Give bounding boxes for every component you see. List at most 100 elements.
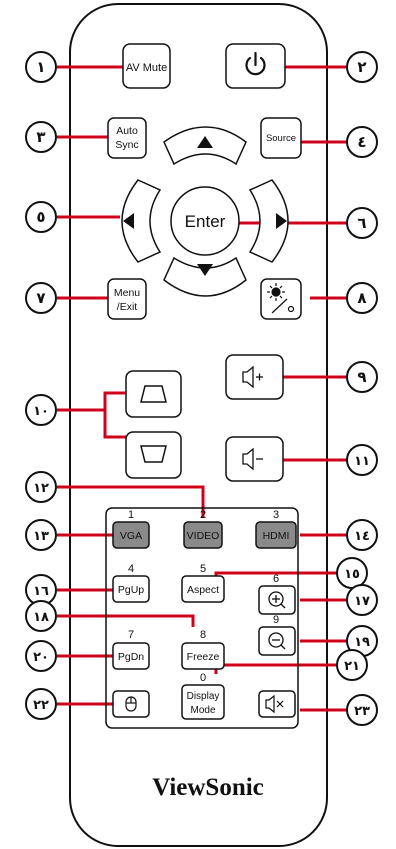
keypad-frame [105, 507, 299, 729]
pgdn-label: PgDn [118, 651, 144, 663]
volume-up-button[interactable] [225, 354, 284, 400]
vga-button[interactable] [112, 521, 150, 549]
zoom-in-button[interactable] [258, 585, 296, 615]
source-button[interactable] [260, 117, 302, 159]
power-icon [245, 51, 266, 76]
callout-22: ٢٢ [33, 698, 49, 713]
callout-3-circle [25, 121, 57, 153]
callout-23: ٢٣ [354, 704, 370, 719]
brightness-icon [267, 283, 295, 314]
callout-20-circle [25, 640, 57, 672]
keypad-digit-4: 4 [128, 563, 134, 575]
dpad-down-button[interactable] [163, 256, 247, 297]
callout-17-circle [346, 584, 378, 616]
callout-18: ١٨ [33, 610, 49, 625]
mouse-icon [125, 696, 137, 712]
menu-exit-label-1: Menu [114, 287, 140, 299]
keypad-digit-6: 6 [273, 573, 279, 585]
hdmi-button[interactable] [255, 521, 297, 549]
keystone-down-button[interactable] [125, 431, 182, 479]
callout-15: ١٥ [344, 567, 360, 582]
hdmi-label: HDMI [263, 530, 290, 542]
callout-1-circle [25, 51, 57, 83]
brand-logo: ViewSonic [152, 774, 264, 801]
auto-sync-label-2: Sync [115, 139, 138, 151]
arrow-down-icon [197, 264, 213, 276]
callout-11-circle [346, 444, 378, 476]
callout-20: ٢٠ [33, 650, 49, 665]
callout-10-circle [25, 394, 57, 426]
video-label: VIDEO [187, 530, 220, 542]
freeze-button[interactable] [181, 642, 225, 670]
display-mode-label-2: Mode [190, 705, 215, 716]
aspect-button[interactable] [181, 575, 225, 603]
enter-label: Enter [185, 212, 226, 231]
keystone-up-icon [140, 385, 167, 403]
keystone-down-icon [140, 445, 167, 463]
keypad-digit-3: 3 [273, 509, 279, 521]
pgup-label: PgUp [118, 584, 144, 596]
mouse-button[interactable] [112, 690, 150, 718]
callout-11: ١١ [354, 454, 370, 469]
callout-14: ١٤ [354, 529, 370, 544]
callout-17: ١٧ [354, 594, 370, 609]
volume-up-icon [242, 365, 263, 389]
callout-14-circle [346, 519, 378, 551]
mute-button[interactable] [258, 690, 296, 718]
callout-19: ١٩ [354, 635, 370, 650]
volume-down-button[interactable] [225, 436, 284, 482]
callout-6-circle [346, 207, 378, 239]
callout-21-circle [336, 649, 368, 681]
source-label: Source [266, 133, 296, 144]
keypad-digit-9: 9 [273, 614, 279, 626]
keystone-up-button[interactable] [125, 370, 182, 418]
zoom-in-icon [268, 591, 286, 609]
vga-label: VGA [120, 530, 142, 542]
callout-2-circle [346, 51, 378, 83]
menu-exit-button[interactable] [107, 278, 147, 320]
auto-sync-label-1: Auto [116, 125, 138, 137]
callout-6: ٦ [357, 214, 366, 232]
brightness-button[interactable] [260, 278, 302, 320]
pgdn-button[interactable] [112, 642, 150, 670]
callout-3: ٣ [36, 128, 45, 146]
callout-21: ٢١ [344, 659, 360, 674]
callout-12-circle [25, 471, 57, 503]
dpad-right-button[interactable] [248, 179, 289, 263]
aspect-label: Aspect [187, 584, 219, 596]
callout-16: ١٦ [33, 584, 49, 599]
callout-1: ١ [36, 58, 45, 76]
callout-10: ١٠ [33, 404, 49, 419]
callout-4: ٤ [357, 133, 366, 151]
av-mute-button[interactable] [122, 43, 171, 89]
av-mute-label: AV Mute [126, 62, 167, 74]
callout-22-circle [25, 688, 57, 720]
freeze-label: Freeze [187, 651, 220, 663]
enter-button[interactable] [170, 186, 240, 256]
callout-12: ١٢ [33, 481, 49, 496]
zoom-out-button[interactable] [258, 626, 296, 656]
volume-down-icon [242, 447, 263, 471]
keypad-digit-0: 0 [200, 672, 206, 684]
keypad-digit-5: 5 [200, 563, 206, 575]
callout-4-circle [346, 126, 378, 158]
keypad-digit-8: 8 [200, 629, 206, 641]
display-mode-button[interactable] [181, 684, 225, 720]
callout-8: ٨ [357, 289, 366, 307]
video-button[interactable] [183, 521, 223, 549]
callout-circles [25, 51, 378, 726]
callout-13-circle [25, 519, 57, 551]
auto-sync-button[interactable] [107, 117, 147, 159]
callout-9: ٩ [357, 368, 366, 386]
callout-8-circle [346, 282, 378, 314]
callout-7: ٧ [36, 289, 45, 307]
dpad-left-button[interactable] [121, 179, 162, 263]
callout-9-circle [346, 361, 378, 393]
pgup-button[interactable] [112, 575, 150, 603]
arrow-right-icon [276, 213, 287, 229]
zoom-out-icon [268, 632, 286, 650]
callout-18-circle [25, 600, 57, 632]
display-mode-label-1: Display [187, 691, 220, 702]
mute-icon [265, 694, 284, 714]
